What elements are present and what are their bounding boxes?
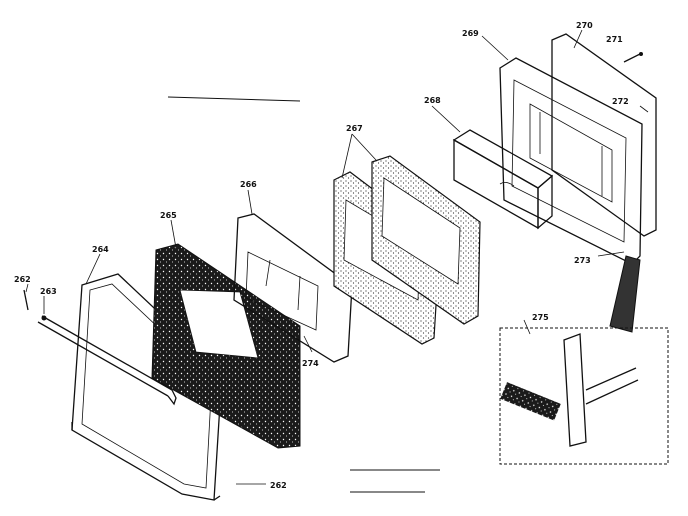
label-273: 273 xyxy=(574,256,591,265)
label-265: 265 xyxy=(160,211,177,220)
hinge-detail-inset-275 xyxy=(499,327,669,465)
label-275: 275 xyxy=(532,313,549,322)
label-270: 270 xyxy=(576,21,593,30)
door-handle-262 xyxy=(23,289,177,406)
insulation-frame-267-back xyxy=(371,155,481,325)
glass-panel-265 xyxy=(151,243,301,449)
label-268: 268 xyxy=(424,96,441,105)
label-266: 266 xyxy=(240,180,257,189)
label-269: 269 xyxy=(462,29,479,38)
hinge-leader-273 xyxy=(609,255,641,333)
label-274: 274 xyxy=(302,359,319,368)
door-frame-264 xyxy=(71,273,227,501)
inner-panel-266 xyxy=(233,213,353,363)
label-271: 271 xyxy=(606,35,623,44)
rear-panel-270 xyxy=(551,33,657,237)
box-spacer-268 xyxy=(452,129,554,230)
label-264: 264 xyxy=(92,245,109,254)
screw-271 xyxy=(623,52,643,63)
leader-lines xyxy=(25,29,649,485)
scan-line-top xyxy=(167,96,301,102)
label-262-handle: 262 xyxy=(14,275,31,284)
label-272: 272 xyxy=(612,97,629,106)
label-263: 263 xyxy=(40,287,57,296)
rear-door-assembly-269 xyxy=(499,57,643,265)
label-267: 267 xyxy=(346,124,363,133)
label-262-screw: 262 xyxy=(270,481,287,490)
